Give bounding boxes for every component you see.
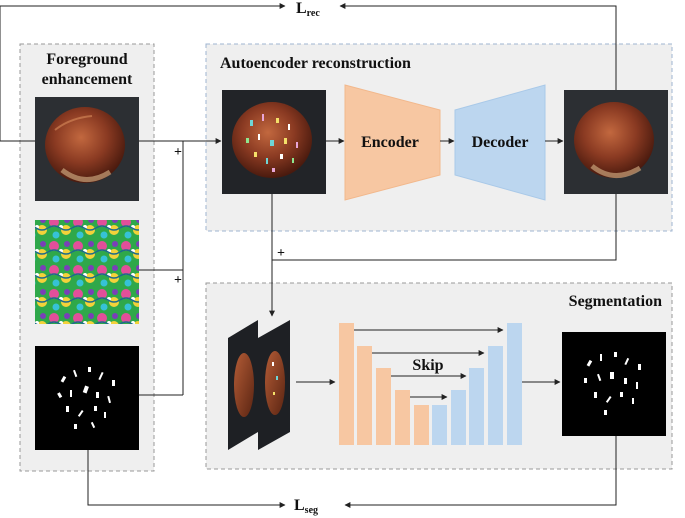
decoder-label: Decoder [472, 134, 529, 151]
encoder-label: Encoder [361, 134, 419, 151]
plus-sign-concat: + [277, 246, 285, 261]
plus-sign-input: + [174, 145, 182, 160]
unet-decoder-bars [432, 323, 522, 445]
concatenated-input-images [228, 320, 290, 450]
foreground-title-line2: enhancement [42, 71, 133, 88]
input-hazelnut-image [35, 97, 139, 201]
synthetic-anomaly-image [222, 90, 326, 194]
autoencoder-title: Autoencoder reconstruction [220, 55, 411, 72]
svg-text:Lseg: Lseg [294, 497, 318, 516]
encoder-block: Encoder [344, 84, 441, 201]
reconstructed-image [564, 90, 668, 194]
plus-sign-texture: + [174, 273, 182, 288]
skip-connections [354, 327, 504, 400]
svg-text:Lrec: Lrec [296, 0, 320, 19]
segmentation-title: Segmentation [569, 293, 662, 310]
foreground-title-line1: Foreground [46, 51, 127, 68]
loss-seg-label: Lseg [294, 497, 318, 516]
flow-lines [0, 3, 617, 508]
anomaly-mask-image [35, 346, 139, 450]
loss-rec-label: Lrec [296, 0, 320, 19]
decoder-block: Decoder [454, 84, 546, 201]
segmentation-output-image [562, 332, 666, 436]
texture-source-image [35, 220, 139, 324]
unet-encoder-bars [339, 323, 429, 445]
skip-label: Skip [412, 357, 443, 374]
